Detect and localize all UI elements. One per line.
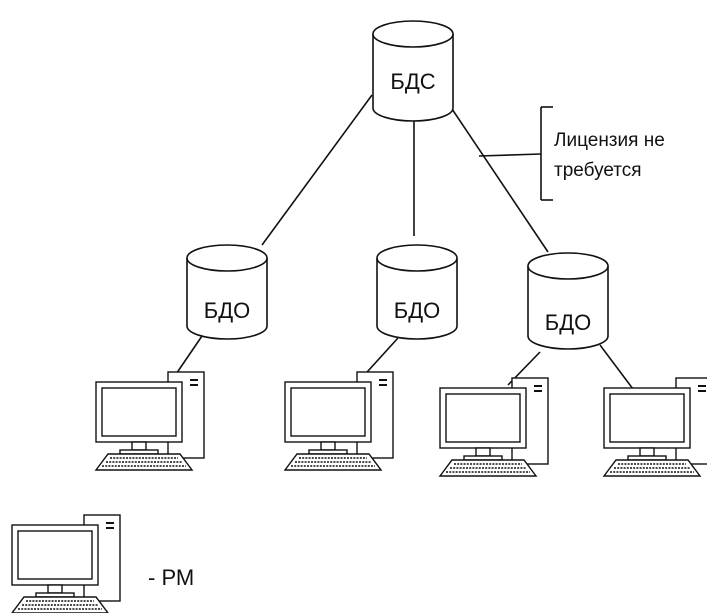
link-bds-bdo3 xyxy=(447,102,549,253)
branch-database-icon: БДО xyxy=(186,244,268,340)
workstation-icon xyxy=(603,377,707,477)
branch-database-icon: БДО xyxy=(376,244,458,340)
license-bracket xyxy=(478,106,553,201)
branch-database-label: БДО xyxy=(204,298,250,323)
link-bdo3-pc4 xyxy=(599,344,637,394)
license-note-line2: требуется xyxy=(554,160,642,181)
server-database-icon: БДС xyxy=(372,20,454,122)
branch-database-label: БДО xyxy=(394,298,440,323)
connections xyxy=(171,94,637,394)
workstation-icon xyxy=(284,371,394,471)
workstation-icon xyxy=(439,377,549,477)
workstation-icon xyxy=(95,371,205,471)
legend-label: - РМ xyxy=(148,565,194,590)
legend: - РМ xyxy=(11,514,194,613)
link-bds-bdo1 xyxy=(261,94,373,246)
license-note-line1: Лицензия не xyxy=(554,130,665,151)
server-database-label: БДС xyxy=(390,69,435,94)
branch-database-icon: БДО xyxy=(527,252,609,350)
branch-database-label: БДО xyxy=(545,310,591,335)
legend-workstation-icon xyxy=(11,514,121,613)
